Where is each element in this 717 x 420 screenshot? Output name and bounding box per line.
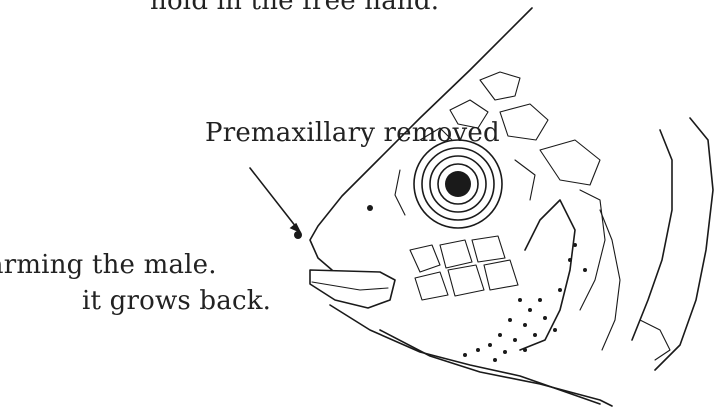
cheek-plates <box>410 190 670 360</box>
skull-plates <box>395 72 600 215</box>
eye <box>367 140 502 228</box>
pointer-arrow <box>250 168 302 239</box>
stippling <box>463 243 587 362</box>
